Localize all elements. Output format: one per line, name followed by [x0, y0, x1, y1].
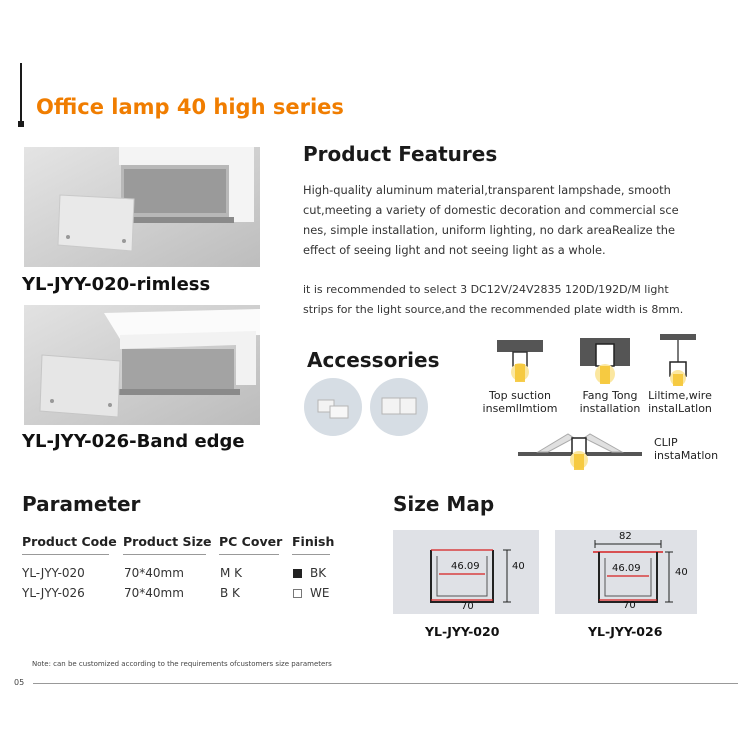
accessories-title: Accessories [307, 348, 440, 372]
dim-026-inner-width: 46.09 [612, 563, 641, 574]
row-2-cover: B K [220, 586, 240, 600]
fang-tong-caption: Fang Tong installation [579, 389, 641, 415]
features-line: cut,meeting a variety of domestic decora… [303, 203, 679, 217]
features-line: nes, simple installation, uniform lighti… [303, 223, 675, 237]
accent-bar [20, 63, 22, 123]
page-title: Office lamp 40 high series [36, 95, 344, 119]
size-label-026: YL-JYY-026 [588, 624, 663, 639]
top-suction-diagram-icon [497, 340, 543, 388]
header-underline [219, 554, 279, 555]
row-2-finish: WE [310, 586, 330, 600]
header-product-size: Product Size [123, 534, 212, 549]
row-1-finish: BK [310, 566, 327, 580]
dim-026-height: 40 [675, 567, 688, 578]
suspension-wire-caption: Liltime,wire instalLatlon [648, 389, 712, 415]
size-label-020: YL-JYY-020 [425, 624, 500, 639]
features-line: High-quality aluminum material,transpare… [303, 183, 671, 197]
features-paragraph-2: it is recommended to select 3 DC12V/24V2… [303, 280, 733, 320]
fang-tong-diagram-icon [580, 338, 630, 388]
size-diagram-026 [555, 530, 697, 614]
dim-020-height: 40 [512, 561, 525, 572]
dim-020-width: 70 [461, 601, 474, 612]
features-paragraph-1: High-quality aluminum material,transpare… [303, 180, 723, 260]
footer-divider [33, 683, 738, 684]
header-product-code: Product Code [22, 534, 117, 549]
parameter-title: Parameter [22, 492, 141, 516]
row-1-code: YL-JYY-020 [22, 566, 85, 580]
footer-note: Note: can be customized according to the… [32, 660, 332, 668]
suspension-wire-diagram-icon [660, 334, 696, 388]
product-name-026: YL-JYY-026-Band edge [22, 431, 245, 452]
accent-bar-tip [18, 121, 24, 127]
product-photo-020 [24, 147, 260, 267]
accessory-end-cap-icon [304, 378, 362, 436]
features-line: it is recommended to select 3 DC12V/24V2… [303, 283, 669, 296]
product-photo-026 [24, 305, 260, 425]
clip-diagram-icon [518, 420, 642, 472]
dim-026-top-width: 82 [619, 531, 632, 542]
row-2-size: 70*40mm [124, 586, 184, 600]
size-map-title: Size Map [393, 492, 495, 516]
features-line: strips for the light source,and the reco… [303, 303, 684, 316]
top-suction-caption: Top suction insemllmtiom [482, 389, 558, 415]
header-finish: Finish [292, 534, 335, 549]
accessory-edge-cap-icon [370, 378, 428, 436]
page-number: 05 [14, 678, 25, 687]
finish-swatch-black [293, 569, 302, 578]
product-name-020: YL-JYY-020-rimless [22, 274, 211, 295]
row-2-code: YL-JYY-026 [22, 586, 85, 600]
dim-020-inner-width: 46.09 [451, 561, 480, 572]
features-title: Product Features [303, 142, 498, 166]
size-diagram-020 [393, 530, 539, 614]
header-underline [22, 554, 109, 555]
dim-026-width: 70 [623, 600, 636, 611]
features-line: effect of seeing light and not seeing li… [303, 243, 606, 257]
finish-swatch-white [293, 589, 302, 598]
header-pc-cover: PC Cover [219, 534, 283, 549]
clip-caption: CLIP instaMatlon [654, 436, 719, 462]
header-underline [292, 554, 330, 555]
row-1-cover: M K [220, 566, 243, 580]
header-underline [123, 554, 206, 555]
row-1-size: 70*40mm [124, 566, 184, 580]
